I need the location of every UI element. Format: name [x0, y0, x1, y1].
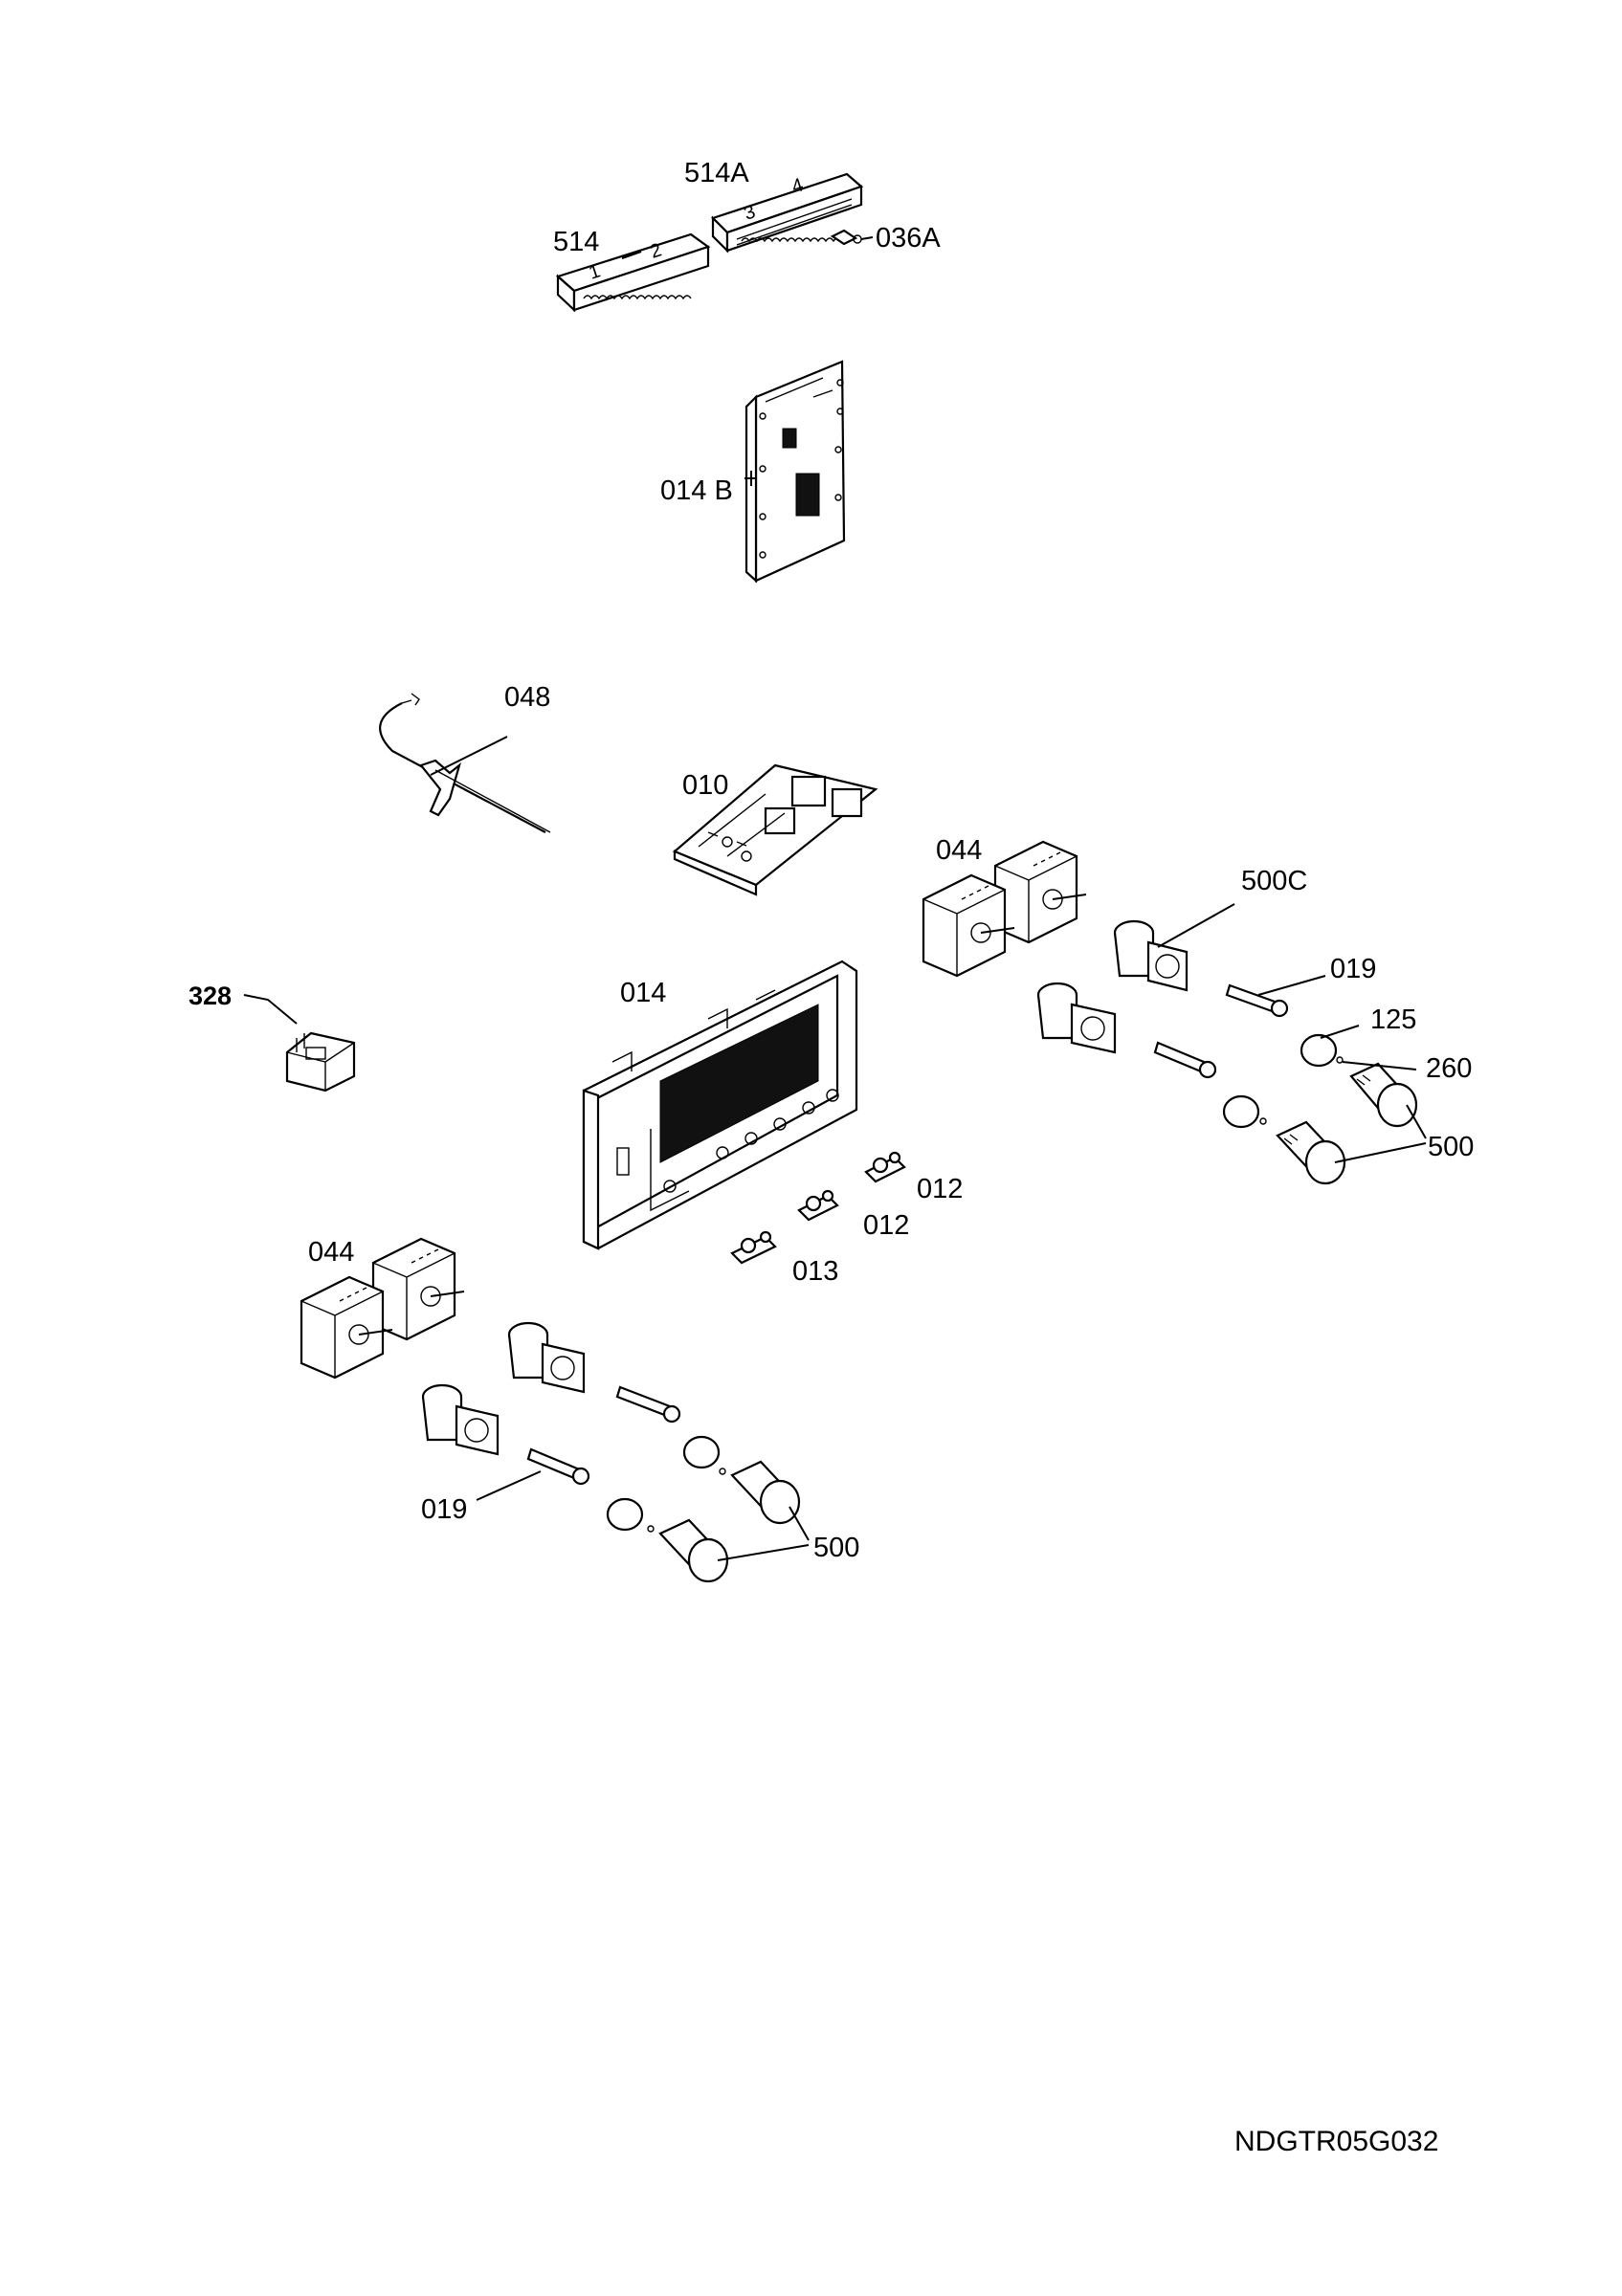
- label-328: 328: [189, 982, 232, 1010]
- part-500-knob-top-rear[interactable]: [1349, 1062, 1418, 1128]
- part-260-spring[interactable]: [1259, 1056, 1344, 1125]
- label-013: 013: [792, 1256, 838, 1287]
- panel-display-window: [659, 1004, 819, 1163]
- label-514: 514: [553, 227, 599, 257]
- part-500C-bush-rear[interactable]: [1113, 919, 1189, 992]
- part-125-ring-lower[interactable]: [1222, 1094, 1260, 1129]
- label-019-top: 019: [1330, 954, 1376, 984]
- leader-019-bottom: [476, 1470, 542, 1501]
- label-125: 125: [1370, 1004, 1416, 1035]
- board-chip-large: [795, 473, 820, 517]
- leader-036A: [860, 236, 874, 240]
- part-044-switch-bottom-rear[interactable]: [371, 1237, 465, 1341]
- part-012-switch-b[interactable]: [797, 1189, 839, 1222]
- label-500-top: 500: [1428, 1132, 1474, 1162]
- part-012-switch-a[interactable]: [864, 1151, 906, 1183]
- part-500-knob-top-front[interactable]: [1276, 1120, 1346, 1185]
- part-500C-bush-front[interactable]: [1036, 982, 1117, 1054]
- part-044-switch-bottom-front[interactable]: [300, 1275, 393, 1380]
- label-500C: 500C: [1241, 866, 1307, 896]
- part-500-knob-bottom-rear[interactable]: [719, 1460, 801, 1525]
- label-012-b: 012: [863, 1210, 909, 1241]
- leader-048: [430, 736, 508, 776]
- part-014-panel[interactable]: [582, 960, 858, 1250]
- part-125-ring[interactable]: [1300, 1033, 1338, 1068]
- part-019-shaft-bottom-front[interactable]: [526, 1447, 590, 1486]
- part-bush-bottom-front[interactable]: [421, 1383, 500, 1456]
- part-019-shaft-top-rear[interactable]: [1225, 983, 1289, 1018]
- leader-014B: [744, 471, 756, 486]
- part-048-sensor[interactable]: [379, 693, 551, 833]
- leader-019-top: [1257, 975, 1326, 996]
- drawing-reference: NDGTR05G032: [1234, 2126, 1438, 2157]
- part-328-relay[interactable]: [285, 1031, 356, 1093]
- part-514A-module[interactable]: 3 4: [710, 172, 864, 254]
- label-260: 260: [1426, 1053, 1472, 1084]
- part-500-knob-bottom-front[interactable]: [647, 1518, 729, 1583]
- part-ring-bottom-rear[interactable]: [682, 1435, 721, 1469]
- leader-500-top: [1334, 1104, 1427, 1163]
- label-014: 014: [620, 978, 666, 1008]
- label-044-top: 044: [936, 835, 982, 866]
- part-514-module[interactable]: 1 2: [555, 232, 711, 313]
- part-019-shaft-bottom-rear[interactable]: [615, 1385, 681, 1424]
- part-ring-bottom-front[interactable]: [606, 1497, 644, 1532]
- leader-500C: [1157, 903, 1235, 948]
- label-048: 048: [504, 682, 550, 713]
- leader-125: [1320, 1025, 1360, 1039]
- label-044-bottom: 044: [308, 1237, 354, 1268]
- part-010-board[interactable]: [672, 763, 878, 896]
- part-044-switch-top-rear[interactable]: [993, 840, 1087, 944]
- leader-500-bottom: [717, 1506, 810, 1561]
- part-019-shaft-top-front[interactable]: [1153, 1041, 1217, 1079]
- label-036A: 036A: [876, 223, 941, 254]
- part-044-switch-top-front[interactable]: [922, 873, 1015, 978]
- part-036A-clip[interactable]: [830, 229, 862, 246]
- leader-514: [621, 251, 642, 259]
- label-012-a: 012: [917, 1174, 963, 1204]
- label-514A: 514A: [684, 158, 749, 188]
- label-500-bottom: 500: [813, 1533, 859, 1563]
- part-013-switch[interactable]: [730, 1230, 777, 1265]
- leader-260: [1342, 1061, 1417, 1071]
- label-019-bottom: 019: [421, 1494, 467, 1525]
- label-010: 010: [682, 770, 728, 801]
- leader-328: [243, 994, 298, 1025]
- part-014B-board[interactable]: [744, 360, 846, 584]
- board-chip-small: [782, 428, 797, 449]
- part-bush-bottom-rear[interactable]: [507, 1321, 586, 1394]
- label-014B: 014 B: [660, 475, 733, 506]
